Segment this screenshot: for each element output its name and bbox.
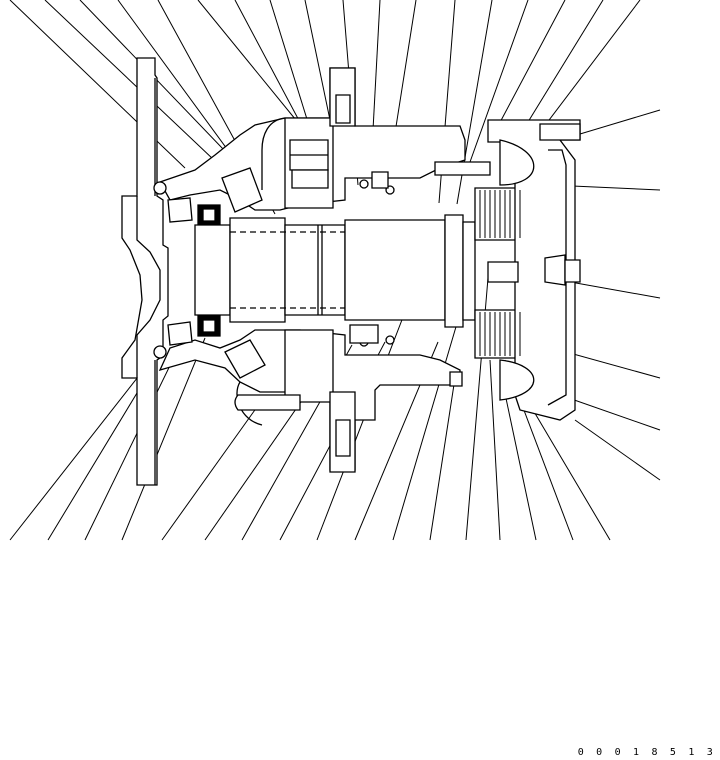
leader-line [10, 0, 185, 168]
centre-plug-head [565, 260, 580, 282]
o-ring [360, 180, 368, 188]
bearing-race [292, 170, 328, 188]
leader-line [490, 360, 500, 540]
drive-shaft [195, 225, 230, 315]
brake-piston [500, 360, 534, 400]
leader-line [305, 0, 330, 120]
lug-bolt [336, 95, 350, 123]
assembly-section [122, 58, 580, 485]
brake-plates [480, 190, 520, 356]
pin [435, 162, 490, 175]
pin [450, 372, 462, 386]
leader-line [80, 0, 248, 175]
flange-inner-contour [137, 196, 160, 378]
housing-inner-curve [262, 118, 285, 190]
pin [235, 395, 300, 410]
shaft-collar [445, 215, 463, 327]
lug [330, 392, 355, 472]
leader-line [10, 368, 145, 540]
bolt-head [350, 325, 378, 343]
leader-line [85, 345, 180, 540]
leader-line [393, 320, 458, 540]
leader-line [470, 0, 528, 162]
bolt-head [372, 172, 388, 188]
o-ring [386, 336, 394, 344]
leader-line [198, 0, 300, 125]
centre-plug-bore [488, 262, 518, 282]
bearing-cap [285, 330, 333, 402]
oil-seal-inner [203, 209, 215, 221]
leader-line [560, 395, 660, 430]
shaft-collar [463, 222, 475, 320]
leader-line [373, 0, 380, 130]
leader-line [575, 420, 660, 480]
taper-roller-bearing [222, 168, 262, 212]
centre-plug [545, 255, 565, 285]
oil-seal-inner [203, 320, 215, 332]
leader-line [497, 0, 565, 128]
ring [154, 346, 166, 358]
leader-line [430, 378, 455, 540]
taper-roller-bearing [168, 322, 192, 345]
shaft-sleeve [285, 225, 345, 315]
leader-line [45, 0, 214, 160]
drawing-code: 0 0 0 1 8 5 1 3 [577, 747, 716, 758]
taper-roller-bearing [168, 198, 192, 222]
cover-bolt [540, 124, 580, 140]
ring [154, 182, 166, 194]
leader-line [540, 0, 640, 132]
drive-shaft [230, 218, 285, 322]
brake-piston [500, 140, 534, 185]
mounting-flange [122, 58, 168, 485]
leader-line [317, 312, 405, 540]
leader-line [162, 400, 262, 540]
cover-inner [548, 150, 566, 405]
spline-shaft [345, 220, 445, 320]
lug-bolt [336, 420, 350, 456]
leader-line [580, 110, 660, 134]
leader-line [122, 338, 205, 540]
taper-roller-bearing [225, 340, 265, 378]
